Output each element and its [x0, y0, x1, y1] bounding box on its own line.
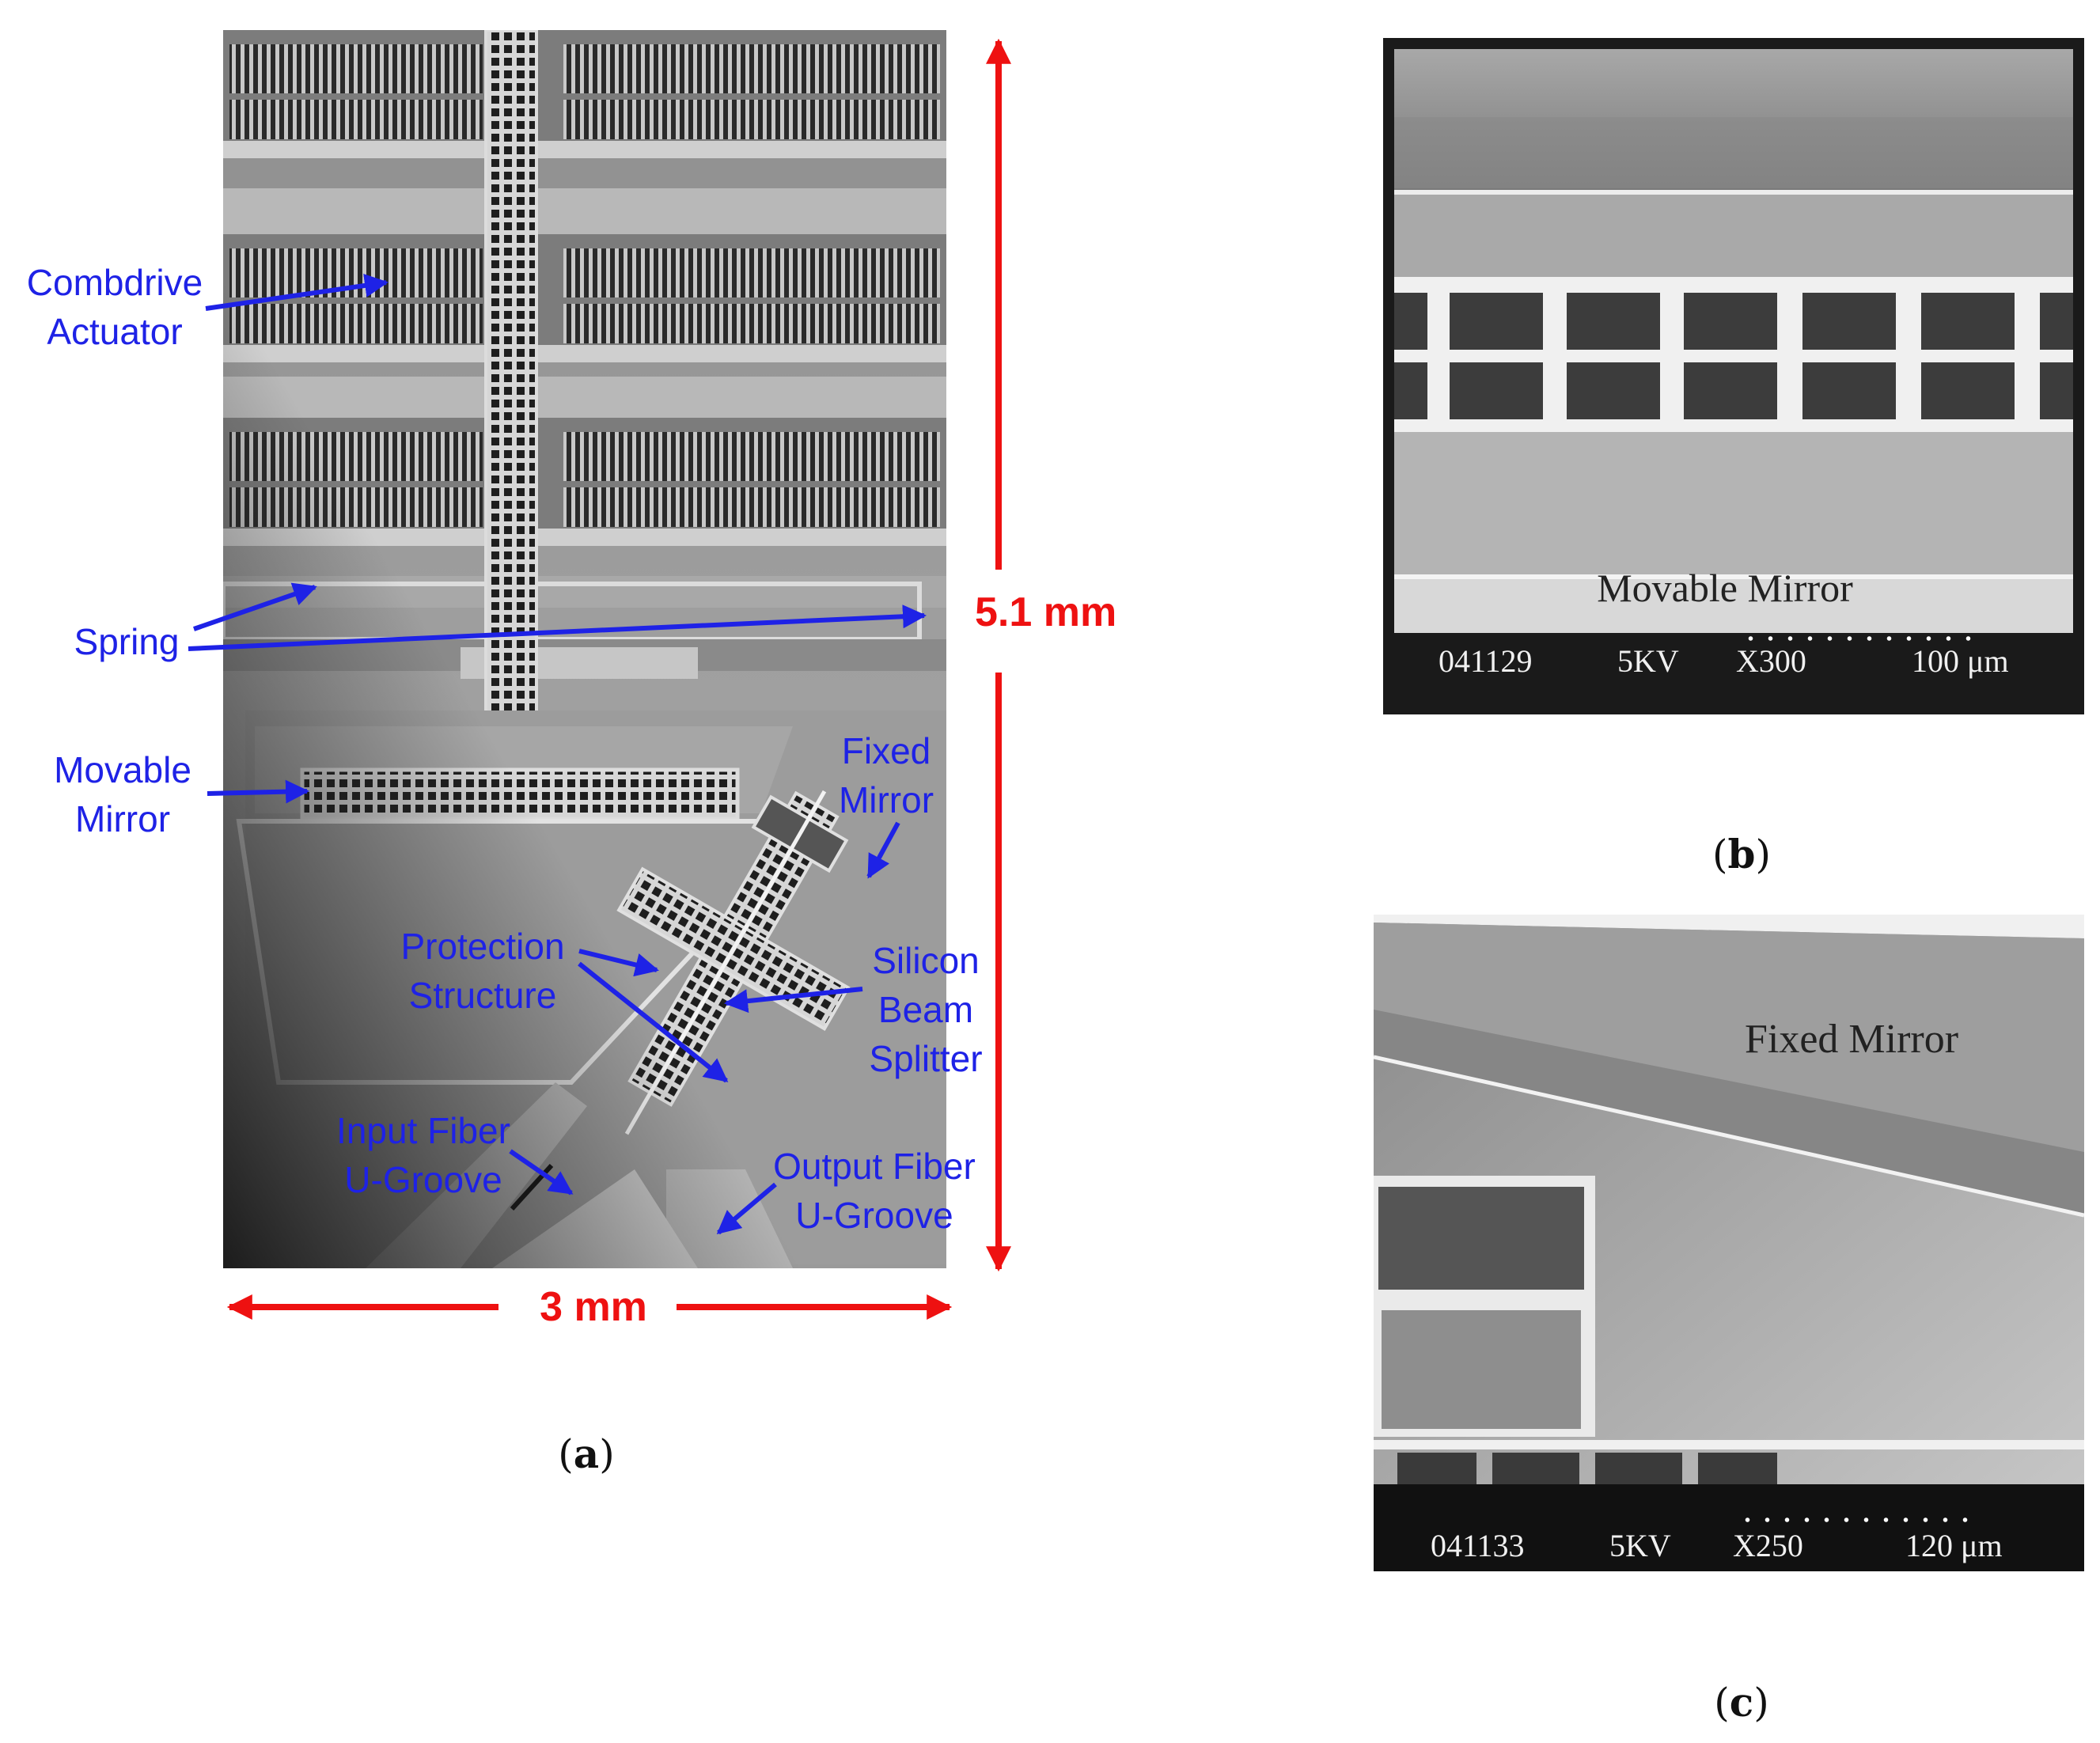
panel-b-scale-dots [1741, 635, 1978, 642]
panel-b-info-bar: 041129 5KV X300 100 μm [1383, 642, 2084, 690]
label-silicon-beam-splitter: Silicon Beam Splitter [869, 940, 983, 1079]
panel-c-image [1374, 915, 2084, 1571]
panel-b-label: Movable Mirror [1597, 566, 1853, 610]
label-output-fiber: Output Fiber U-Groove [773, 1146, 976, 1236]
panel-c-info-mag: X250 [1733, 1528, 1803, 1563]
label-protection-structure: Protection Structure [400, 926, 565, 1016]
panel-b-info-mag: X300 [1736, 643, 1806, 679]
panel-c-info-id: 041133 [1431, 1528, 1525, 1563]
caption-c: (c) [1714, 1679, 1769, 1726]
panel-c-scale-dots [1738, 1516, 1975, 1524]
label-spring: Spring [74, 621, 180, 662]
panel-b-info-kv: 5KV [1617, 643, 1679, 679]
caption-b: (b) [1712, 831, 1771, 877]
panel-c-info-scale: 120 μm [1905, 1528, 2003, 1563]
label-input-fiber: Input Fiber U-Groove [336, 1110, 510, 1200]
dimension-width-label: 3 mm [540, 1284, 647, 1330]
panel-a-image [223, 30, 946, 1268]
label-fixed-mirror: Fixed Mirror [838, 730, 934, 820]
panel-b-image [1383, 38, 2084, 714]
panel-c-label: Fixed Mirror [1744, 1017, 1959, 1062]
label-movable-mirror: Movable Mirror [54, 749, 191, 839]
panel-b-info-scale: 100 μm [1912, 643, 2009, 679]
panel-c-info-kv: 5KV [1609, 1528, 1671, 1563]
caption-a: (a) [558, 1430, 615, 1477]
panel-b-info-id: 041129 [1439, 643, 1533, 679]
label-combdrive-actuator: Combdrive Actuator [26, 262, 203, 352]
panel-c-info-bar: 041133 5KV X250 120 μm [1374, 1527, 2084, 1574]
dimension-height-label: 5.1 mm [975, 589, 1117, 635]
